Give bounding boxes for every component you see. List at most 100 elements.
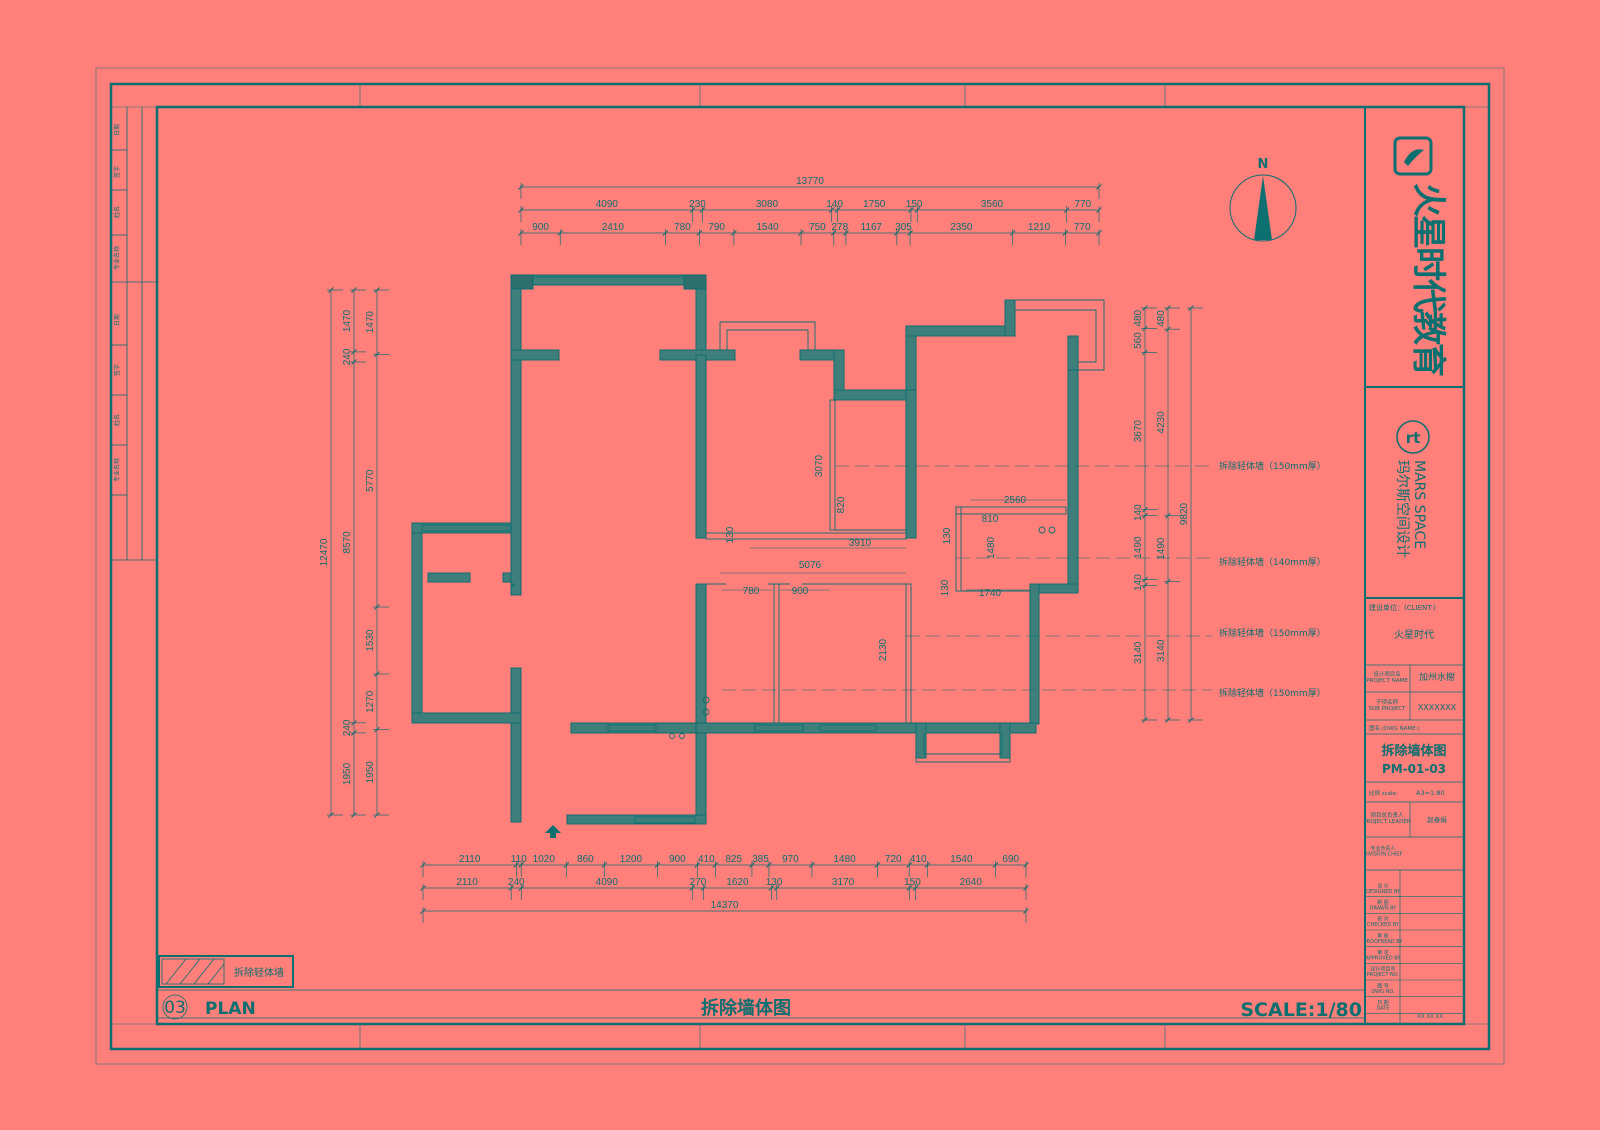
top-dim-row1: 1750	[863, 199, 886, 210]
left-dim-col2: 1270	[365, 690, 376, 713]
bottom-dim-row2: 2110	[456, 877, 478, 888]
left-dim-col1: 1950	[342, 762, 353, 785]
north-arrow: N	[1229, 157, 1297, 242]
top-dim-row1: 4090	[596, 199, 619, 210]
top-dim-row2: 2350	[950, 222, 973, 233]
top-dim-row1: 150	[906, 199, 923, 210]
footer-number: 03	[164, 998, 186, 1018]
bottom-dim-row1: 970	[782, 854, 799, 865]
footer-plan: PLAN	[205, 999, 256, 1019]
side-strip-label: 日期	[113, 314, 121, 326]
top-dim-row1: 770	[1074, 199, 1091, 210]
dwg-no: PM-01-03	[1382, 762, 1446, 776]
top-dim-row1: 230	[689, 199, 706, 210]
top-dim-row2: 790	[708, 222, 725, 233]
top-dim-row2: 1167	[861, 222, 883, 233]
leader-lines	[722, 465, 1212, 691]
dwg-label: 图名:(DWG NAME:)	[1369, 724, 1420, 732]
studio-logo: rt MARS SPACE 玛尔斯空间设计	[1394, 420, 1430, 558]
side-strip-label: 签字	[113, 166, 121, 178]
brand-logo: 火星时代教育	[1393, 136, 1448, 376]
left-dim-col2: 5770	[365, 469, 376, 492]
right-dim-col1: 3670	[1133, 420, 1144, 443]
side-strip-label: 姓名	[113, 414, 121, 426]
top-dim-row2: 770	[1074, 222, 1091, 233]
bottom-dim-row1: 720	[885, 854, 902, 865]
sub-value: XXXXXXX	[1418, 703, 1457, 712]
demolition-annotation: 拆除轻体墙（150mm厚）	[1219, 627, 1326, 639]
top-dim-row2: 305	[895, 222, 912, 233]
side-strip-label: 日期	[113, 124, 121, 136]
bottom-dim-row1: 110	[511, 854, 527, 865]
top-dim-row2: 1540	[756, 222, 779, 233]
title-block: 火星时代教育 rt MARS SPACE 玛尔斯空间设计 建设单位：(CLIEN…	[1363, 136, 1464, 1024]
inner-dim: 820	[836, 496, 847, 513]
right-dim-col1: 560	[1133, 332, 1144, 349]
right-dim-col2: 480	[1156, 310, 1167, 327]
right-dim-col2: 3140	[1156, 639, 1167, 662]
top-dim-row1: 3080	[756, 199, 779, 210]
client-label: 建设单位：(CLIENT:)	[1369, 603, 1436, 612]
drawing-footer: 03 PLAN 拆除墙体图 SCALE:1/80	[162, 994, 1362, 1021]
left-dim-col1: 8570	[342, 531, 353, 554]
inner-dim: 780	[743, 586, 760, 597]
window-outlines	[421, 276, 1105, 824]
side-strip-label: 专业名称	[113, 246, 121, 270]
left-dim-overall: 12470	[319, 538, 330, 566]
bottom-dim-row1: 690	[1002, 854, 1019, 865]
inner-dim: 900	[792, 586, 809, 597]
annotations: 拆除轻体墙（150mm厚）拆除轻体墙（140mm厚）拆除轻体墙（150mm厚）拆…	[1219, 460, 1326, 699]
right-dim-col1: 140	[1133, 574, 1144, 591]
bottom-dim-row1: 1020	[533, 854, 556, 865]
floor-plan-walls	[411, 274, 1079, 825]
side-approval-strip	[111, 107, 157, 561]
left-dim-col1: 240	[342, 719, 353, 736]
inner-dim: 130	[725, 526, 736, 543]
right-dim-col2: 1490	[1156, 537, 1167, 560]
top-dim-row2: 900	[532, 222, 549, 233]
svg-text:rt: rt	[1406, 429, 1421, 447]
right-dim-overall: 9820	[1179, 502, 1190, 525]
right-dim-col1: 3140	[1133, 641, 1144, 664]
inner-dim: 2130	[878, 638, 889, 661]
inner-dim: 130	[940, 579, 951, 596]
footer-scale: SCALE:1/80	[1240, 999, 1362, 1021]
bottom-dim-row2: 4090	[596, 877, 619, 888]
top-dim-row1: 3560	[981, 199, 1004, 210]
studio-cn: 玛尔斯空间设计	[1394, 460, 1410, 558]
studio-en: MARS SPACE	[1411, 460, 1427, 549]
bottom-dim-row2: 150	[904, 877, 921, 888]
bottom-dim-row1: 900	[669, 854, 686, 865]
right-dim-col1: 1490	[1133, 536, 1144, 559]
inner-dim: 1480	[986, 536, 997, 559]
left-dim-col2: 1950	[365, 761, 376, 784]
side-strip-label: 姓名	[113, 206, 121, 218]
inner-dim: 810	[982, 514, 999, 525]
top-dim-row2: 2410	[602, 222, 625, 233]
inner-dim: 5076	[799, 560, 822, 571]
bottom-dim-row2: 270	[690, 877, 707, 888]
scale-value: A3=1:80	[1416, 789, 1445, 797]
north-label: N	[1258, 157, 1269, 172]
bottom-dim-row1: 385	[752, 854, 769, 865]
bottom-dim-row2: 3170	[832, 877, 855, 888]
left-dim-col1: 240	[342, 348, 353, 365]
top-dim-row2: 750	[809, 222, 826, 233]
left-dim-col2: 1470	[365, 311, 376, 334]
right-dim-col1: 140	[1133, 504, 1144, 521]
demolition-annotation: 拆除轻体墙（150mm厚）	[1219, 460, 1326, 472]
